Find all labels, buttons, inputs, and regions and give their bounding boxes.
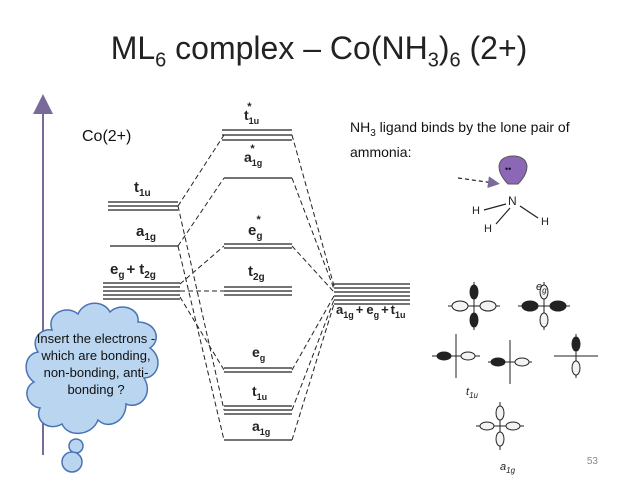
svg-text:H: H — [484, 223, 492, 235]
label-ligand-salc: a1g+eg+t1u — [336, 302, 406, 320]
svg-text:••: •• — [505, 164, 511, 174]
nh3-lone-pair-sketch: •• N H H H — [457, 155, 549, 235]
svg-text:H: H — [541, 216, 549, 228]
ligand-levels — [334, 283, 410, 305]
slide-title: ML6 complex – Co(NH3)6 (2+) — [110, 30, 528, 72]
callout-text: Insert the electrons - which are bonding… — [36, 331, 156, 397]
ligand-orbital-sketches — [432, 282, 598, 450]
label-orbital-eg: eg — [536, 281, 547, 295]
label-t1u-star: t1u* — [244, 101, 259, 126]
svg-text:N: N — [508, 194, 517, 208]
label-t2g: t2g — [248, 263, 265, 283]
mo-levels — [222, 129, 292, 441]
label-a1g-bonding: a1g — [252, 418, 270, 437]
correlation-lines — [177, 134, 335, 441]
label-metal-t1u: t1u — [134, 179, 151, 199]
label-eg-star: eg* — [248, 214, 262, 242]
label-eg-bonding: eg — [252, 344, 265, 363]
callout-cloud — [25, 302, 159, 473]
label-metal-a1g: a1g — [136, 223, 156, 243]
metal-ion-label: Co(2+) — [82, 128, 132, 145]
ligand-note: NH3 ligand binds by the lone pair of amm… — [350, 119, 570, 160]
label-t1u-bonding: t1u — [252, 383, 267, 402]
slide-number: 53 — [586, 456, 598, 467]
metal-levels — [103, 201, 180, 300]
svg-text:H: H — [472, 205, 480, 217]
label-a1g-star: a1g* — [244, 143, 262, 168]
label-orbital-t1u: t1u — [466, 386, 479, 400]
label-metal-eg-t2g: eg+t2g — [110, 261, 156, 281]
label-orbital-a1g: a1g — [500, 461, 516, 475]
